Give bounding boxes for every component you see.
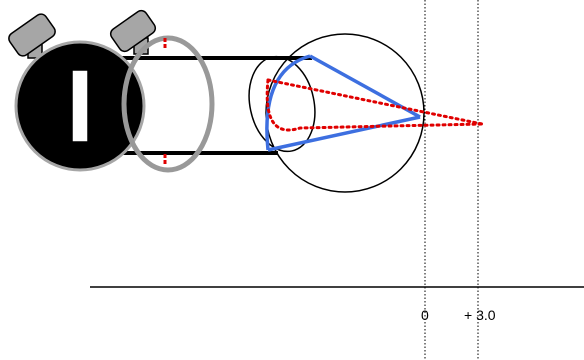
cone-rays (265, 54, 421, 152)
scale-label-plus3: + 3.0 (464, 307, 496, 323)
knob-icon (8, 13, 56, 59)
scale-label-zero: 0 (421, 307, 429, 323)
dotted-rays (265, 78, 484, 132)
lens-ring (121, 35, 215, 173)
round-dial-icon (14, 40, 146, 172)
knob-icon (109, 9, 157, 55)
